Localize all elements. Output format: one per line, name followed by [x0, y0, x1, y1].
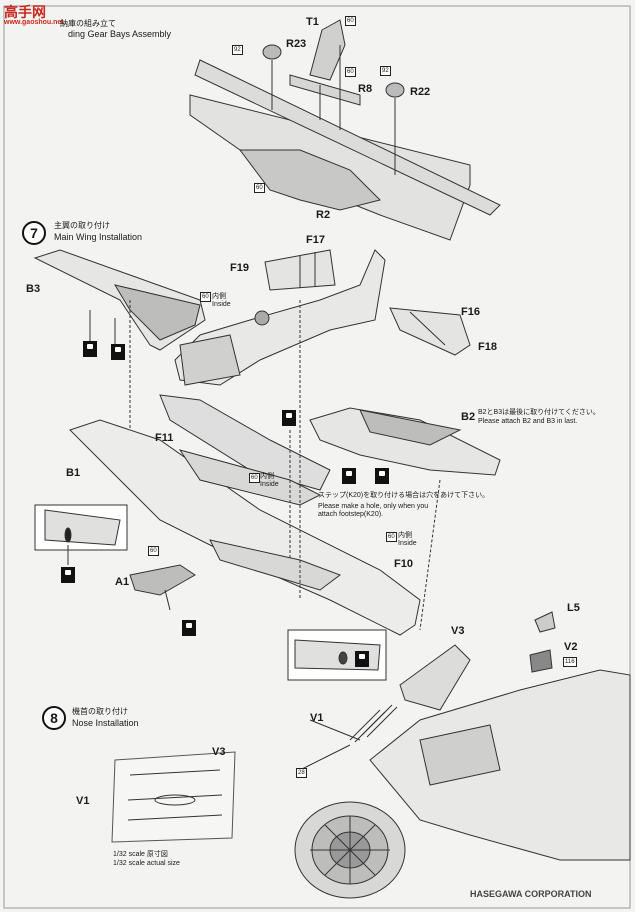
part-a1: A1 — [115, 576, 130, 588]
part-f18: F18 — [478, 341, 497, 353]
color-tag: 28 — [296, 768, 307, 778]
color-tag: 116 — [563, 657, 577, 667]
part-f19: F19 — [230, 262, 249, 274]
site-url: www.gaoshou.net — [4, 19, 64, 26]
color-tag: 60 — [254, 183, 265, 193]
cement-icon — [342, 468, 356, 484]
part-f16: F16 — [461, 306, 480, 318]
part-b2: B2 — [461, 411, 476, 423]
header-title-jp: 納庫の組み立て — [60, 19, 116, 28]
part-b1: B1 — [66, 467, 81, 479]
step-7-title-en: Main Wing Installation — [54, 232, 143, 242]
note-b2-b3-en: Please attach B2 and B3 in last. — [478, 418, 578, 425]
part-v2: V2 — [564, 641, 578, 653]
note-inside-jp: 内側 — [212, 293, 226, 300]
wing-b2 — [309, 407, 501, 476]
cement-icon — [83, 341, 97, 357]
actual-size-panel — [111, 751, 236, 843]
color-tag: 60 — [345, 67, 356, 77]
part-f10: F10 — [394, 558, 413, 570]
color-tag: 92 — [380, 66, 391, 76]
color-tag: 60 — [148, 546, 159, 556]
site-logo: 高手网 — [4, 4, 46, 20]
part-r23: R23 — [286, 38, 307, 50]
color-tag: 60 — [345, 16, 356, 26]
note-step-en-2: attach footstep(K20). — [318, 511, 383, 518]
note-b2-b3-jp: B2とB3は最後に取り付けてください。 — [478, 409, 600, 416]
nose-panel-v3 — [399, 644, 471, 711]
color-tag: 60 — [249, 473, 260, 483]
note-inside-en: Inside — [260, 481, 279, 488]
note-step-en-1: Please make a hole, only when you — [318, 503, 429, 510]
cement-icon — [111, 344, 125, 360]
cement-icon — [282, 410, 296, 426]
part-v3: V3 — [451, 625, 465, 637]
cement-icon — [355, 651, 369, 667]
footer-brand: HASEGAWA CORPORATION — [470, 889, 592, 899]
part-t1: T1 — [306, 16, 319, 28]
note-scale-en: 1/32 scale actual size — [113, 860, 180, 867]
step-8-title-jp: 機首の取り付け — [72, 707, 128, 716]
part-r22: R22 — [410, 86, 431, 98]
part-r2: R2 — [316, 209, 331, 221]
part-v1: V1 — [310, 712, 324, 724]
note-inside-en: Inside — [398, 540, 417, 547]
note-inside-en: Inside — [212, 301, 231, 308]
note-scale-jp: 1/32 scale 原寸図 — [113, 851, 168, 858]
note-step-jp: ステップ(K20)を取り付ける場合は穴をあけて下さい。 — [318, 492, 490, 499]
ref-v3: V3 — [212, 746, 226, 758]
ref-v1: V1 — [76, 795, 90, 807]
note-inside-jp: 内側 — [260, 473, 274, 480]
step-8-number: 8 — [42, 706, 66, 730]
part-f17: F17 — [306, 234, 325, 246]
note-inside-jp: 内側 — [398, 532, 412, 539]
color-tag: 60 — [386, 532, 397, 542]
part-f11: F11 — [155, 432, 174, 444]
color-tag: 92 — [232, 45, 243, 55]
cement-icon — [375, 468, 389, 484]
part-b3: B3 — [26, 283, 41, 295]
step-8-title-en: Nose Installation — [72, 718, 139, 728]
step-7-title-jp: 主翼の取り付け — [54, 221, 110, 230]
header-title-en: ding Gear Bays Assembly — [68, 29, 172, 39]
part-r8: R8 — [358, 83, 373, 95]
cement-icon — [182, 620, 196, 636]
cement-icon — [61, 567, 75, 583]
part-l5: L5 — [567, 602, 580, 614]
step-7-number: 7 — [22, 221, 46, 245]
cowling — [369, 669, 631, 861]
color-tag: 60 — [200, 292, 211, 302]
